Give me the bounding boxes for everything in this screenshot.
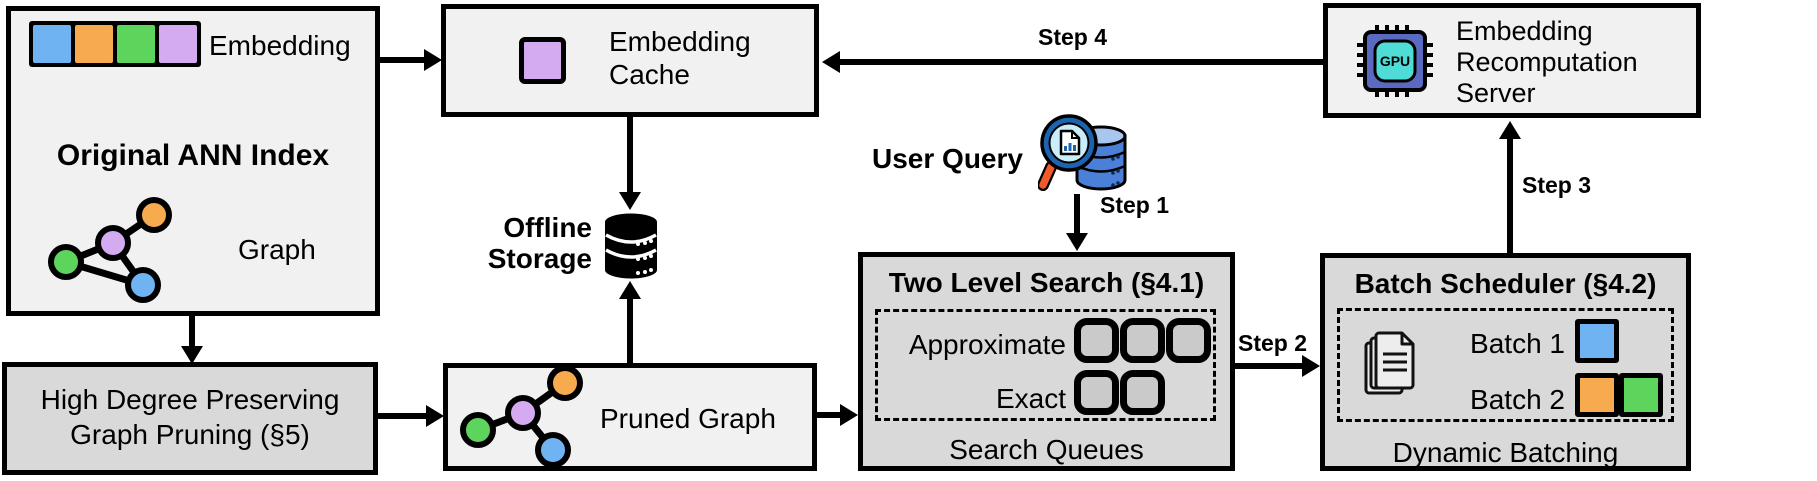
embedding-cell-purple-icon bbox=[159, 25, 197, 63]
graph-label: Graph bbox=[238, 234, 316, 265]
search-queues-region: Approximate Exact bbox=[875, 309, 1216, 421]
arrow-ann-to-pruning bbox=[189, 316, 195, 348]
approximate-label: Approximate bbox=[908, 329, 1066, 360]
two-level-search-box: Two Level Search (§4.1) Approximate Exac… bbox=[858, 252, 1235, 471]
approximate-queue-slots bbox=[1074, 318, 1211, 363]
dynamic-batching-caption: Dynamic Batching bbox=[1392, 437, 1619, 468]
original-graph-icon bbox=[48, 197, 172, 303]
arrow-step4 bbox=[838, 59, 1323, 65]
ann-index-title: Original ANN Index bbox=[56, 139, 330, 172]
batch1-chips bbox=[1575, 319, 1619, 363]
recomputation-server-box: GPU Embedding Recomputation Server bbox=[1323, 3, 1701, 118]
embedding-cache-box: Embedding Cache bbox=[441, 4, 819, 117]
embedding-cache-line2: Cache bbox=[609, 59, 690, 90]
batch-chip-orange-icon bbox=[1575, 373, 1619, 417]
offline-storage-line2: Storage bbox=[487, 243, 592, 274]
arrowhead bbox=[426, 405, 444, 427]
embedding-cell-blue-icon bbox=[33, 25, 71, 63]
arrow-pruned-to-search bbox=[817, 412, 843, 418]
embedding-cell-orange-icon bbox=[75, 25, 113, 63]
exact-queue-slots bbox=[1074, 370, 1165, 415]
batch-chip-green-icon bbox=[1619, 373, 1663, 417]
step3-label: Step 3 bbox=[1522, 172, 1592, 198]
embedding-label: Embedding bbox=[209, 30, 351, 61]
pruned-graph-label: Pruned Graph bbox=[600, 403, 776, 434]
queue-slot-icon bbox=[1074, 318, 1119, 363]
step1-label: Step 1 bbox=[1100, 192, 1170, 218]
original-ann-index-box: Embedding Original ANN Index Graph bbox=[6, 6, 380, 316]
arrowhead bbox=[619, 192, 641, 210]
batch1-label: Batch 1 bbox=[1470, 328, 1565, 359]
pruned-graph-icon bbox=[460, 366, 583, 466]
batch-scheduler-box: Batch Scheduler (§4.2) Batch 1 Ba bbox=[1320, 253, 1691, 471]
two-level-search-title: Two Level Search (§4.1) bbox=[888, 267, 1205, 298]
exact-label: Exact bbox=[995, 383, 1066, 414]
graph-pruning-line2: Graph Pruning (§5) bbox=[70, 419, 310, 450]
queue-slot-icon bbox=[1120, 318, 1165, 363]
queue-slot-icon bbox=[1074, 370, 1119, 415]
arrow-step3 bbox=[1507, 137, 1513, 253]
arrowhead bbox=[181, 346, 203, 364]
user-query-label: User Query bbox=[872, 143, 1023, 174]
arrowhead bbox=[1066, 233, 1088, 251]
batch-scheduler-title: Batch Scheduler (§4.2) bbox=[1354, 268, 1657, 299]
pruned-graph-box: Pruned Graph bbox=[443, 363, 817, 471]
arrow-step1 bbox=[1074, 194, 1080, 235]
arrowhead bbox=[1302, 355, 1320, 377]
arrow-cache-to-storage bbox=[627, 117, 633, 194]
dynamic-batching-region: Batch 1 Batch 2 bbox=[1337, 308, 1674, 422]
embedding-cell-green-icon bbox=[117, 25, 155, 63]
documents-icon bbox=[1364, 331, 1415, 395]
arrow-ann-to-cache bbox=[380, 57, 427, 63]
batch-chip-blue-icon bbox=[1575, 319, 1619, 363]
arrow-pruned-to-storage bbox=[627, 297, 633, 363]
arrowhead bbox=[840, 404, 858, 426]
embedding-vector-icon bbox=[29, 21, 201, 67]
arrow-pruning-to-pruned bbox=[378, 413, 427, 419]
embedding-cache-line1: Embedding bbox=[609, 26, 751, 57]
arrowhead bbox=[1499, 121, 1521, 139]
user-query-search-icon bbox=[1038, 114, 1127, 191]
arrowhead bbox=[822, 51, 840, 73]
gpu-label: GPU bbox=[1380, 53, 1410, 69]
graph-pruning-box: High Degree Preserving Graph Pruning (§5… bbox=[2, 362, 378, 475]
batch2-chips bbox=[1575, 373, 1663, 417]
graph-pruning-line1: High Degree Preserving bbox=[40, 384, 340, 415]
arrowhead bbox=[619, 281, 641, 299]
gpu-chip-icon: GPU bbox=[1357, 25, 1433, 97]
offline-storage-line1: Offline bbox=[503, 212, 592, 243]
arrow-step2 bbox=[1235, 363, 1304, 369]
server-line1: Embedding bbox=[1456, 16, 1593, 46]
offline-storage-database-icon bbox=[605, 213, 657, 279]
queue-slot-icon bbox=[1120, 370, 1165, 415]
arrowhead bbox=[424, 49, 442, 71]
server-line3: Server bbox=[1456, 78, 1536, 108]
batch2-label: Batch 2 bbox=[1470, 384, 1565, 415]
cached-embedding-chip-icon bbox=[519, 37, 566, 84]
step4-label: Step 4 bbox=[1038, 24, 1108, 50]
step2-label: Step 2 bbox=[1238, 330, 1308, 356]
queue-slot-icon bbox=[1166, 318, 1211, 363]
search-queues-caption: Search Queues bbox=[949, 434, 1144, 465]
server-line2: Recomputation bbox=[1456, 47, 1638, 77]
